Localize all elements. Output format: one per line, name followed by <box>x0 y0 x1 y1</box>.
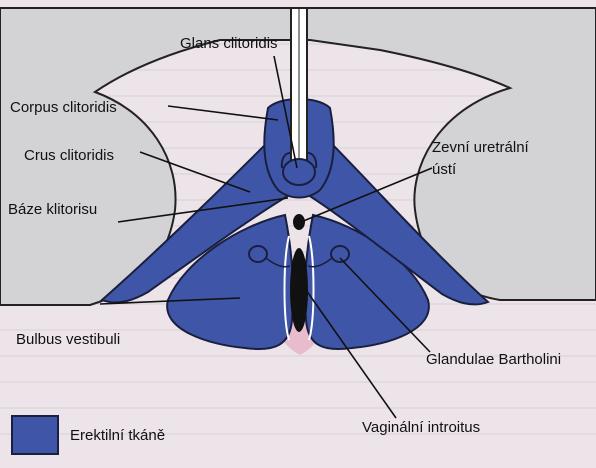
label-bulbus-vestibuli: Bulbus vestibuli <box>16 331 120 348</box>
label-urethral-line2: ústí <box>432 161 457 178</box>
legend-label: Erektilní tkáně <box>70 427 165 444</box>
label-corpus-clitoridis: Corpus clitoridis <box>10 99 117 116</box>
bartholin-gland-right <box>331 246 349 262</box>
bartholin-gland-left <box>249 246 267 262</box>
label-urethral-line1: Zevní uretrální <box>432 139 530 156</box>
legend-swatch <box>12 416 58 454</box>
glans-clitoridis <box>283 159 315 185</box>
label-baze-klitorisu: Báze klitorisu <box>8 201 97 218</box>
label-bartholin: Glandulae Bartholini <box>426 351 561 368</box>
urethral-opening <box>293 214 305 230</box>
leader-corpus <box>168 106 278 120</box>
label-crus-clitoridis: Crus clitoridis <box>24 147 114 164</box>
label-glans-clitoridis: Glans clitoridis <box>180 35 278 52</box>
label-vaginal-introitus: Vaginální introitus <box>362 419 480 436</box>
